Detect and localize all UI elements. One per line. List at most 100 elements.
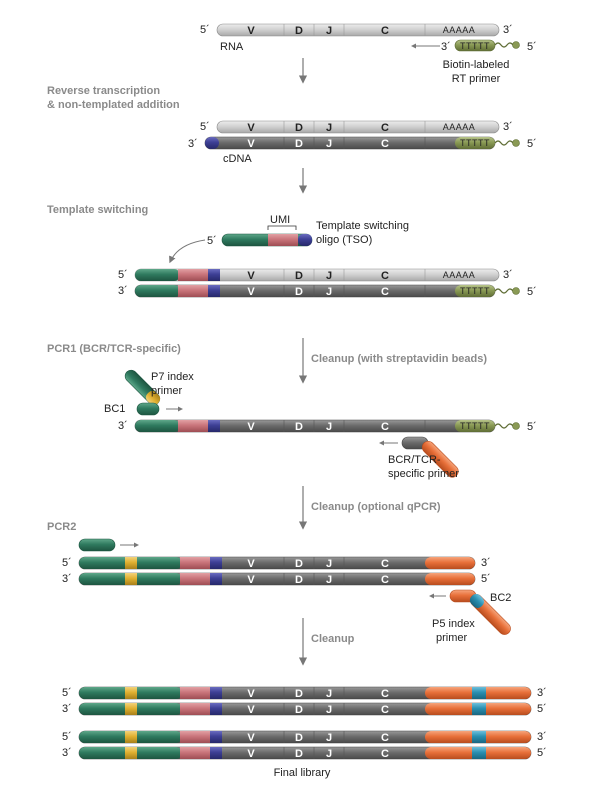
segment-v-label: V: [247, 688, 255, 700]
strand-end-label: 5´: [62, 687, 72, 699]
pcr1-5prime-label: 5´: [527, 421, 537, 433]
segment-j-label: J: [326, 286, 332, 298]
step-cleanup-final: Cleanup: [311, 633, 355, 645]
rt-primer: 3´ TTTTT 5´: [411, 39, 537, 53]
cdna-strand: V D J C TTTTT: [204, 136, 520, 150]
ts-top-3prime-label: 3´: [503, 269, 513, 281]
umi-bracket: [267, 225, 297, 230]
polya-label: AAAAA: [443, 25, 476, 35]
strand-end-label: 3´: [62, 747, 72, 759]
rt-primer-3prime-label: 3´: [441, 41, 451, 53]
segment-d-label: D: [295, 138, 303, 150]
rna-stage: 5´ V D J C AAAAA 3´ RNA 3´ TTTTT 5´ Biot…: [200, 23, 537, 85]
ts-bottom-5prime-label: 5´: [527, 286, 537, 298]
segment-v-label: V: [247, 25, 255, 37]
pcr1-stage: P7 index primer BC1 3´ V D J C TTTTT 5´: [104, 369, 537, 480]
step-cleanup-streptavidin: Cleanup (with streptavidin beads): [311, 353, 487, 365]
tso-stage: UMI 5´ Template switching oligo (TSO) 5´…: [118, 214, 537, 298]
rt-primer-label-line1: Biotin-labeled: [443, 59, 510, 71]
polyt-label: TTTTT: [460, 41, 490, 51]
tso-oligo: [221, 233, 313, 247]
ts-bottom-3prime-label: 3´: [118, 285, 128, 297]
segment-c-label: C: [381, 704, 389, 716]
segment-d-label: D: [295, 732, 303, 744]
segment-v-label: V: [247, 270, 255, 282]
segment-j-label: J: [326, 25, 332, 37]
rna-strand: V D J C AAAAA: [216, 23, 500, 37]
bc2-label: BC2: [490, 592, 511, 604]
strand-end-label: 3´: [537, 687, 547, 699]
segment-c-label: C: [381, 748, 389, 760]
segment-c-label: C: [381, 286, 389, 298]
strand-end-label: 5´: [537, 747, 547, 759]
polya-label: AAAAA: [443, 122, 476, 132]
p5-label-line1: P5 index: [432, 618, 475, 630]
ts-top-strand: V D J C AAAAA: [134, 268, 500, 282]
pcr2-bottom-3prime-label: 3´: [62, 573, 72, 585]
polya-label: AAAAA: [443, 270, 476, 280]
segment-d-label: D: [295, 270, 303, 282]
p7-label-line1: P7 index: [151, 371, 194, 383]
bcr-primer-label-line1: BCR/TCR-: [388, 454, 441, 466]
rna-strand-2: [216, 120, 500, 134]
step-rt-line1: Reverse transcription: [47, 85, 160, 97]
umi-label: UMI: [270, 214, 290, 226]
linker-squiggle: [494, 42, 514, 48]
tso-5prime-label: 5´: [207, 235, 217, 247]
bcr-primer-label-line2: specific primer: [388, 468, 459, 480]
biotin-icon: [512, 287, 520, 295]
segment-v-label: V: [247, 732, 255, 744]
segment-d-label: D: [295, 748, 303, 760]
pcr1-template-strand: V D J C TTTTT: [134, 419, 520, 433]
step-pcr2: PCR2: [47, 521, 76, 533]
cdna-3prime-label: 3´: [188, 138, 198, 150]
biotin-icon: [512, 422, 520, 430]
cdna-5prime-label: 5´: [527, 138, 537, 150]
tso-binding-arrow: [169, 239, 206, 264]
p7-label-line2: primer: [151, 385, 183, 397]
p7-primer-anchor: [136, 402, 160, 416]
segment-v-label: V: [247, 558, 255, 570]
tso-label-line1: Template switching: [316, 220, 409, 232]
segment-j-label: J: [326, 732, 332, 744]
pcr2-stage: 5´ V D J C 3´ 3´ V: [62, 538, 511, 644]
rt-primer-5prime-label: 5´: [527, 41, 537, 53]
segment-j-label: J: [326, 748, 332, 760]
segment-d-label: D: [295, 122, 303, 134]
pcr1-3prime-label: 3´: [118, 420, 128, 432]
rna2-3prime-label: 3´: [503, 121, 513, 133]
segment-j-label: J: [326, 558, 332, 570]
biotin-icon: [512, 41, 520, 49]
bcr-tcr-specific-primer: [379, 436, 459, 478]
segment-v-label: V: [247, 138, 255, 150]
segment-c-label: C: [381, 732, 389, 744]
step-template-switching: Template switching: [47, 204, 148, 216]
rna-label: RNA: [220, 41, 244, 53]
segment-j-label: J: [326, 138, 332, 150]
biotin-icon: [512, 139, 520, 147]
final-library-label: Final library: [274, 767, 331, 779]
step-cleanup-qpcr: Cleanup (optional qPCR): [311, 501, 441, 513]
segment-c-label: C: [381, 558, 389, 570]
strand-end-label: 5´: [537, 703, 547, 715]
segment-c-label: C: [381, 574, 389, 586]
step-rt-line2: & non-templated addition: [47, 99, 180, 111]
rna-5prime-label: 5´: [200, 24, 210, 36]
cdna-label: cDNA: [223, 153, 252, 165]
segment-c-label: C: [381, 25, 389, 37]
polyt-label: TTTTT: [460, 286, 490, 296]
segment-d-label: D: [295, 421, 303, 433]
rna-3prime-label: 3´: [503, 24, 513, 36]
pcr2-top-3prime-label: 3´: [481, 557, 491, 569]
segment-d-label: D: [295, 286, 303, 298]
p7-index-primer: [124, 369, 161, 406]
polyt-label: TTTTT: [460, 421, 490, 431]
ts-top-5prime-label: 5´: [118, 269, 128, 281]
tso-label-line2: oligo (TSO): [316, 234, 372, 246]
p5-index-primer: [429, 589, 511, 635]
segment-v-label: V: [247, 704, 255, 716]
strand-end-label: 3´: [537, 731, 547, 743]
